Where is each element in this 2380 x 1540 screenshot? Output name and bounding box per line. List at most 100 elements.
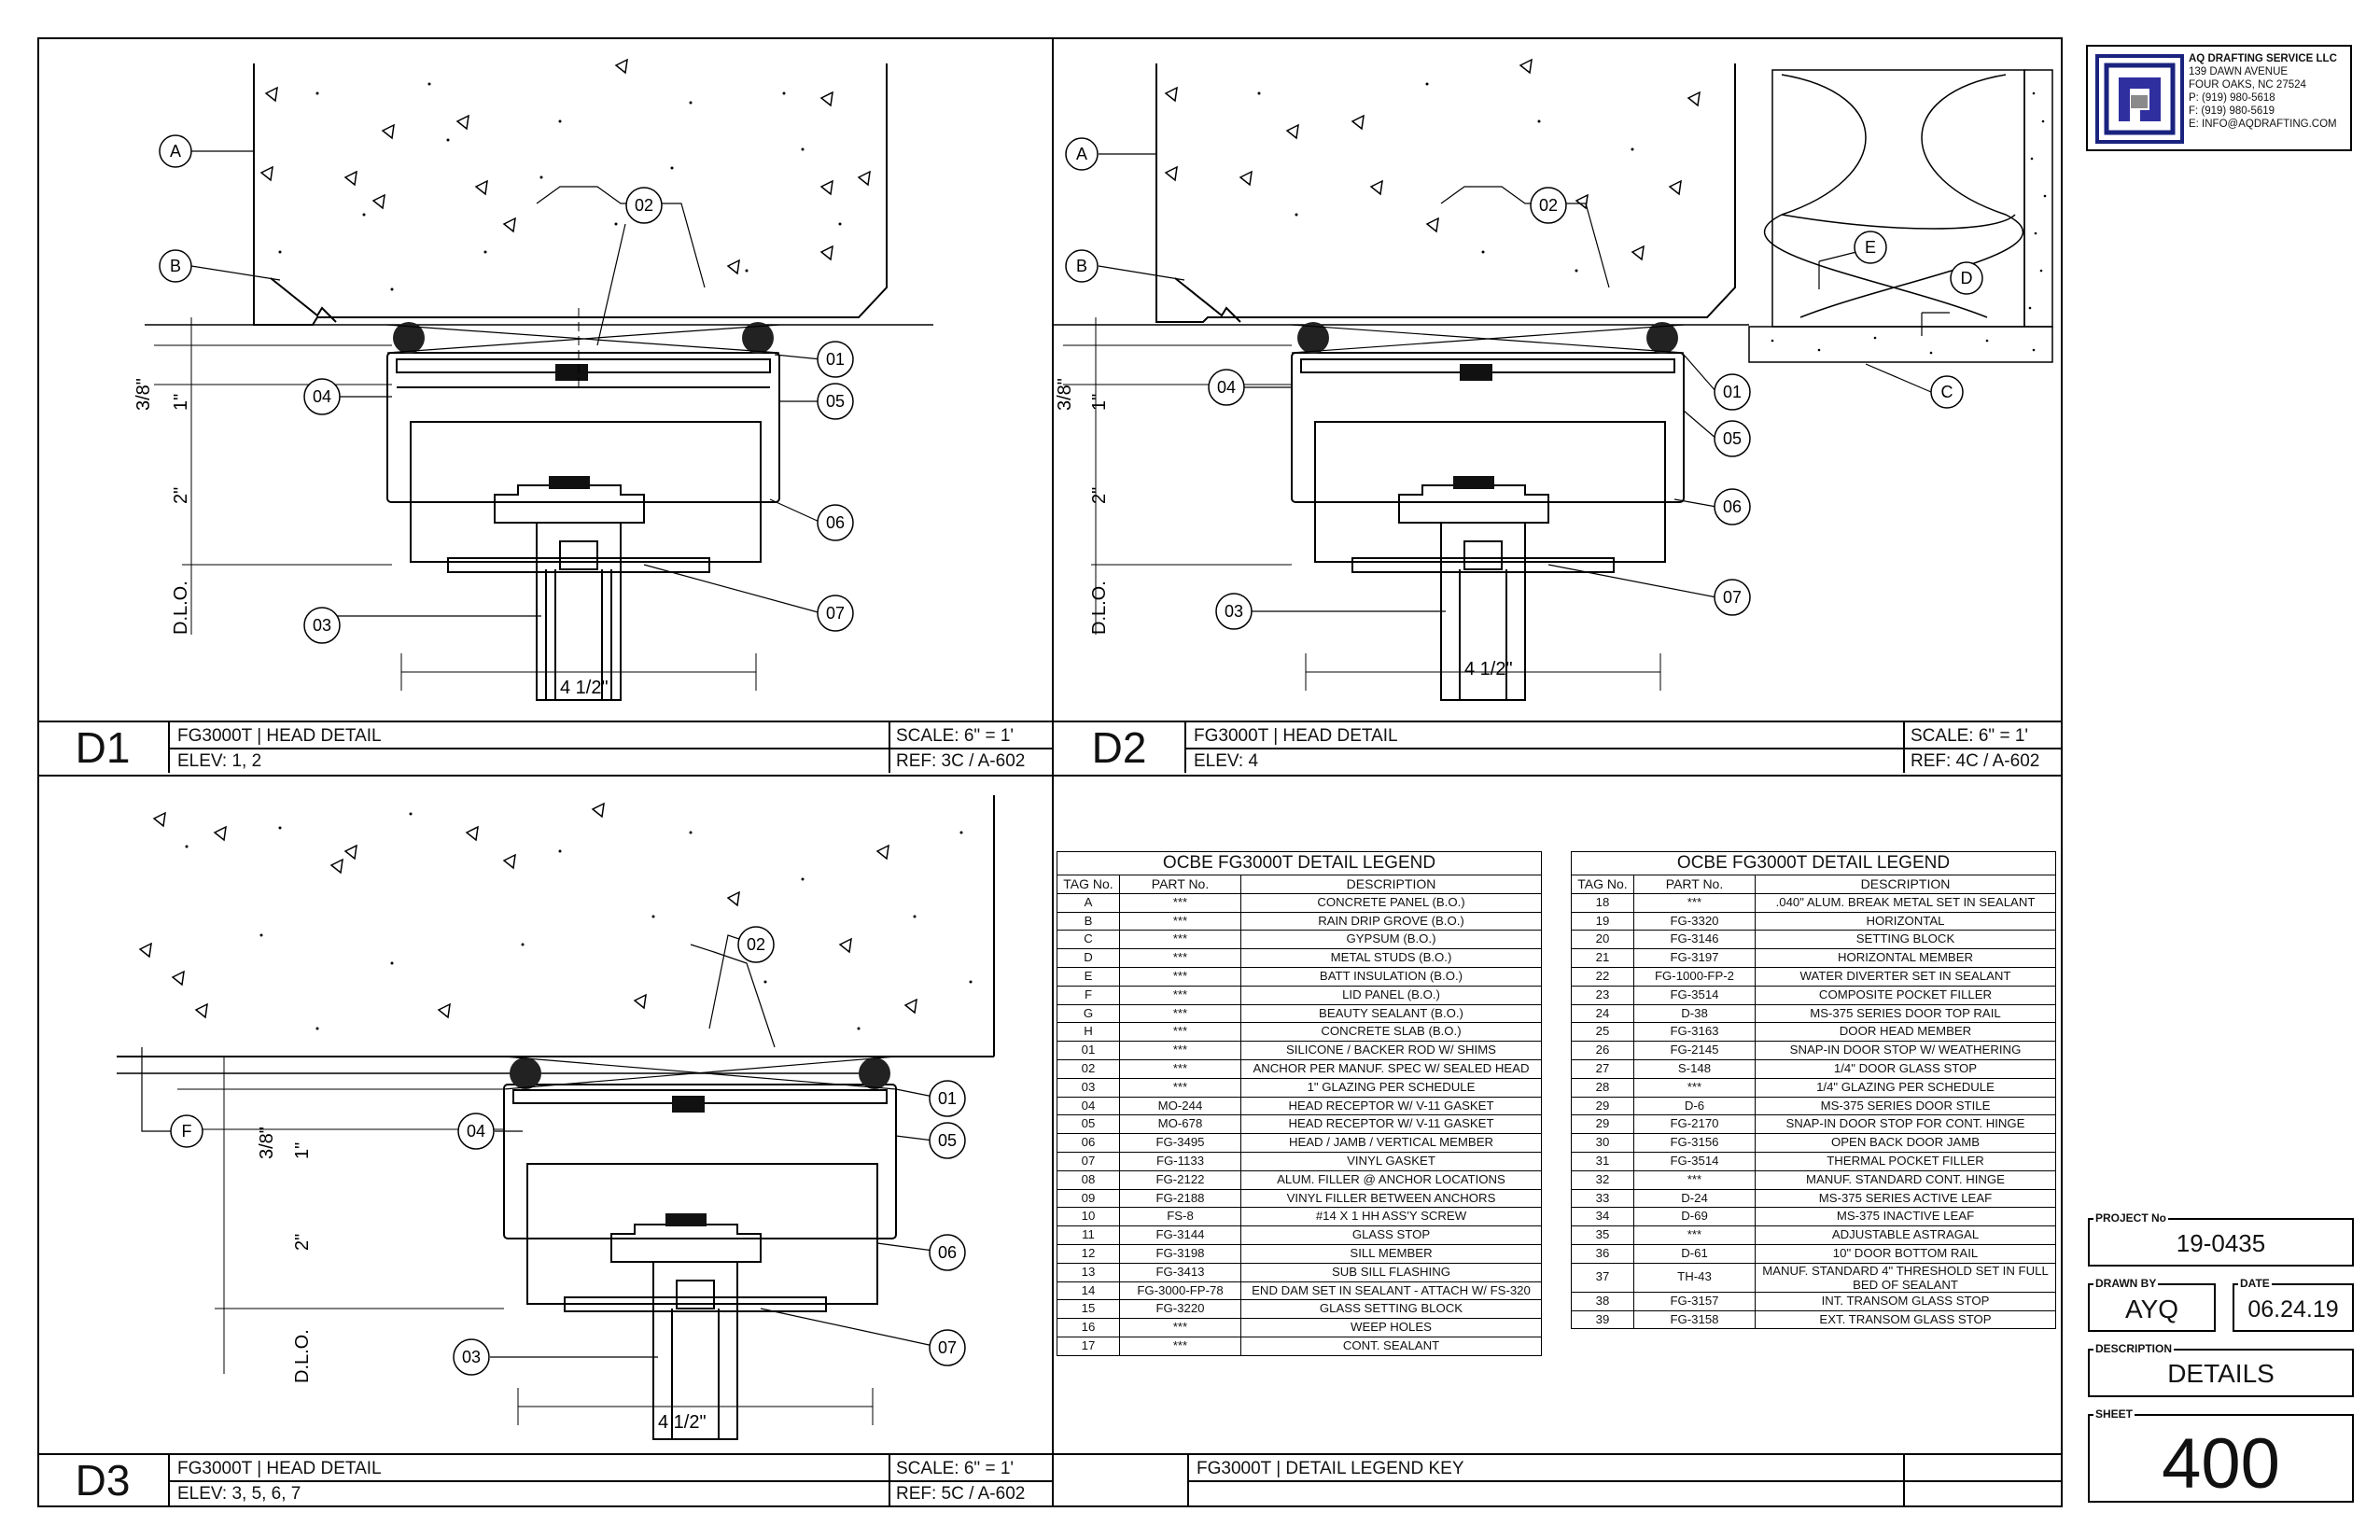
frame-divider-vertical <box>1052 37 1054 1507</box>
legend-cell-part: *** <box>1119 985 1241 1005</box>
legend-cell-part: FS-8 <box>1119 1207 1241 1227</box>
legend-cell-part: *** <box>1633 1169 1756 1190</box>
legend-cell-tag: 03 <box>1057 1077 1120 1098</box>
tag-A: A <box>1076 145 1087 163</box>
legend-cell-description: MS-375 SERIES ACTIVE LEAF <box>1755 1188 2056 1209</box>
legend-cell-description: .040" ALUM. BREAK METAL SET IN SEALANT <box>1755 892 2056 913</box>
legend-cell-tag: 26 <box>1571 1041 1634 1060</box>
tag-05: 05 <box>1723 429 1742 448</box>
head-receptor-frame <box>386 352 780 701</box>
legend-cell-tag: C <box>1057 930 1120 950</box>
legend-cell-description: GYPSUM (B.O.) <box>1240 930 1542 950</box>
backer-rod <box>393 322 774 489</box>
legend-cell-tag: 13 <box>1057 1262 1120 1282</box>
legend-cell-tag: H <box>1057 1022 1120 1043</box>
legend-cell-description: MS-375 SERIES DOOR STILE <box>1755 1096 2056 1116</box>
legend-cell-tag: 35 <box>1571 1225 1634 1245</box>
legend-key-title: FG3000T | DETAIL LEGEND KEY <box>1197 1459 1464 1478</box>
legend-cell-part: TH-43 <box>1633 1262 1756 1293</box>
legend-cell-description: THERMAL POCKET FILLER <box>1755 1151 2056 1171</box>
tag-03: 03 <box>313 616 331 635</box>
detail-title: FG3000T | HEAD DETAIL <box>1194 726 1398 746</box>
legend-cell-part: D-24 <box>1633 1188 1756 1209</box>
concrete-panel <box>1155 59 1736 323</box>
sheet-number: 400 <box>2162 1424 2280 1504</box>
legend-cell-tag: 29 <box>1571 1096 1634 1116</box>
legend-title: OCBE FG3000T DETAIL LEGEND <box>1057 851 1542 875</box>
company-phone: P: (919) 980-5618 <box>2189 92 2275 104</box>
drawn-by-label: DRAWN BY <box>2093 1277 2159 1290</box>
description-box: DESCRIPTION DETAILS <box>2088 1342 2354 1397</box>
legend-cell-tag: 21 <box>1571 948 1634 968</box>
legend-cell-tag: 34 <box>1571 1207 1634 1227</box>
drawn-by-box: DRAWN BY AYQ <box>2088 1277 2216 1332</box>
legend-cell-description: SETTING BLOCK <box>1755 930 2056 950</box>
dim-1-text: 1" <box>171 394 191 411</box>
legend-cell-tag: E <box>1057 966 1120 987</box>
legend-key-title-bar: FG3000T | DETAIL LEGEND KEY <box>1054 1453 2063 1505</box>
legend-cell-tag: 06 <box>1057 1133 1120 1153</box>
legend-cell-part: FG-3198 <box>1119 1243 1241 1264</box>
batt-insulation <box>1763 69 2053 328</box>
legend-cell-description: 1/4" GLAZING PER SCHEDULE <box>1755 1077 2056 1098</box>
legend-cell-description: OPEN BACK DOOR JAMB <box>1755 1133 2056 1153</box>
description-label: DESCRIPTION <box>2093 1342 2175 1355</box>
legend-cell-part: FG-3163 <box>1633 1022 1756 1043</box>
legend-cell-description: MS-375 SERIES DOOR TOP RAIL <box>1755 1003 2056 1024</box>
legend-cell-part: D-61 <box>1633 1243 1756 1264</box>
legend-cell-part: MO-678 <box>1119 1114 1241 1135</box>
legend-header-tag: TAG No. <box>1571 875 1634 894</box>
legend-cell-part: FG-2122 <box>1119 1169 1241 1190</box>
legend-cell-part: FG-3197 <box>1633 948 1756 968</box>
legend-cell-description: 10" DOOR BOTTOM RAIL <box>1755 1243 2056 1264</box>
dim-dlo-text: D.L.O. <box>171 581 191 635</box>
legend-cell-description: GLASS SETTING BLOCK <box>1240 1299 1542 1320</box>
sheet-border <box>37 37 2063 1507</box>
legend-cell-tag: 02 <box>1057 1058 1120 1079</box>
tag-A: A <box>170 142 181 161</box>
legend-cell-description: 1" GLAZING PER SCHEDULE <box>1240 1077 1542 1098</box>
tag-01: 01 <box>826 350 845 369</box>
legend-cell-part: D-6 <box>1633 1096 1756 1116</box>
legend-cell-description: HEAD RECEPTOR W/ V-11 GASKET <box>1240 1114 1542 1135</box>
legend-row: 35***ADJUSTABLE ASTRAGAL <box>1571 1225 2056 1245</box>
legend-cell-description: END DAM SET IN SEALANT - ATTACH W/ FS-32… <box>1240 1281 1542 1301</box>
legend-cell-description: ANCHOR PER MANUF. SPEC W/ SEALED HEAD <box>1240 1058 1542 1079</box>
legend-cell-description: MANUF. STANDARD CONT. HINGE <box>1755 1169 2056 1190</box>
legend-cell-tag: 38 <box>1571 1291 1634 1311</box>
detail-d3-title-bar: D3 FG3000T | HEAD DETAIL ELEV: 3, 5, 6, … <box>37 1453 1052 1505</box>
legend-cell-part: FG-3157 <box>1633 1291 1756 1311</box>
legend-cell-tag: 15 <box>1057 1299 1120 1320</box>
legend-title: OCBE FG3000T DETAIL LEGEND <box>1571 851 2056 875</box>
legend-cell-tag: 27 <box>1571 1058 1634 1079</box>
detail-title: FG3000T | HEAD DETAIL <box>177 1459 382 1478</box>
detail-title: FG3000T | HEAD DETAIL <box>177 726 382 746</box>
tag-01: 01 <box>1723 383 1742 401</box>
legend-header-part: PART No. <box>1119 875 1241 894</box>
legend-row: H***CONCRETE SLAB (B.O.) <box>1057 1022 1542 1043</box>
legend-cell-part: *** <box>1119 1318 1241 1337</box>
legend-cell-description: HORIZONTAL <box>1755 911 2056 931</box>
detail-d2-drawing: 4 1/2" 3/8" 1" 2" D.L.O. A B 02 E D C 01… <box>1054 59 2053 701</box>
legend-cell-description: MS-375 INACTIVE LEAF <box>1755 1207 2056 1227</box>
legend-cell-description: SNAP-IN DOOR STOP W/ WEATHERING <box>1755 1041 2056 1060</box>
tag-D: D <box>1961 269 1973 287</box>
legend-row: F***LID PANEL (B.O.) <box>1057 985 1542 1005</box>
legend-header-description: DESCRIPTION <box>1755 875 2056 894</box>
legend-row: 03***1" GLAZING PER SCHEDULE <box>1057 1077 1542 1098</box>
legend-cell-tag: 09 <box>1057 1188 1120 1209</box>
